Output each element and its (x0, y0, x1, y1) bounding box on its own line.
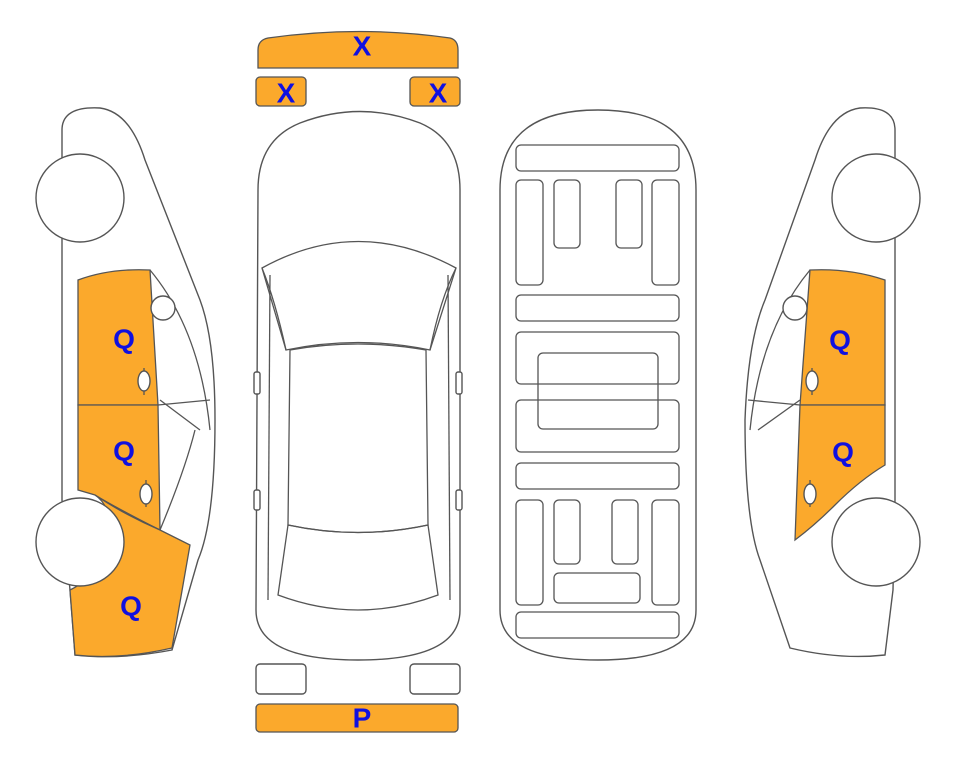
right-handle (455, 489, 463, 511)
front-left-light[interactable] (255, 76, 307, 107)
left-window-line (149, 269, 211, 431)
underbody-center-panel (537, 352, 659, 430)
underbody-panel (515, 499, 544, 606)
right-rear-door-panel[interactable] (794, 404, 886, 542)
underbody-panel (515, 611, 680, 639)
right-mirror (455, 371, 463, 395)
right-rear-wheel (831, 497, 921, 587)
underbody-panel (651, 179, 680, 286)
underbody-view (499, 109, 697, 661)
right-front-door-handle (805, 368, 819, 395)
right-window-line (749, 269, 811, 431)
rear-left-light[interactable] (255, 663, 307, 695)
right-door-line (757, 399, 801, 431)
right-door-line (747, 399, 801, 406)
front-right-light[interactable] (409, 76, 461, 107)
left-sill-line (159, 429, 196, 531)
right-front-door-panel[interactable] (799, 269, 886, 406)
underbody-panel (611, 499, 639, 565)
right-mirror-knob (782, 295, 808, 321)
underbody-panel (553, 572, 641, 604)
underbody-panel (515, 399, 680, 453)
marker-front-right-light: X (429, 78, 448, 109)
right-rear-door-handle (803, 480, 817, 507)
left-side-line (267, 274, 271, 601)
front-bumper-bar[interactable] (257, 30, 459, 69)
right-front-wheel (831, 153, 921, 243)
underbody-panel (515, 294, 680, 322)
left-a-pillar (261, 267, 287, 351)
underbody-panel (515, 179, 544, 286)
left-door-line (159, 399, 201, 431)
rear-right-light[interactable] (409, 663, 461, 695)
marker-front-left-light: X (277, 78, 296, 109)
left-rear-wheel (35, 497, 125, 587)
rear-parts-group (255, 663, 461, 733)
marker-left-front-door: Q (113, 324, 135, 355)
top-view-car (253, 110, 463, 661)
underbody-panel (515, 462, 680, 490)
left-rear-door-handle (139, 480, 153, 507)
underbody-panel (651, 499, 680, 606)
left-door-line (157, 399, 211, 406)
underbody-panel (615, 179, 643, 249)
rear-window (277, 524, 439, 611)
left-front-door-panel[interactable] (77, 269, 159, 406)
top-view-body-outline (255, 110, 461, 661)
underbody-panel (553, 499, 581, 565)
underbody-outline (499, 109, 697, 661)
left-mirror (253, 371, 261, 395)
marker-right-front-door: Q (829, 325, 851, 356)
underbody-panel (553, 179, 581, 249)
damage-markers: X X X Q Q Q Q Q P (113, 31, 854, 734)
right-side-view (744, 107, 921, 658)
underbody-panel (515, 331, 680, 385)
marker-left-rear-door: Q (113, 436, 135, 467)
rear-bumper[interactable] (255, 703, 459, 733)
underbody-panel (515, 144, 680, 172)
left-front-door-handle (137, 368, 151, 395)
left-handle (253, 489, 261, 511)
right-a-pillar (429, 267, 457, 351)
marker-left-rear-quarter: Q (120, 591, 142, 622)
marker-roof-bar: X (353, 31, 372, 62)
left-front-wheel (35, 153, 125, 243)
left-side-view (35, 107, 216, 658)
marker-rear-bumper: P (353, 703, 372, 734)
front-parts-group (255, 30, 461, 107)
right-side-line (447, 274, 451, 601)
marker-right-rear-door: Q (832, 437, 854, 468)
left-mirror-knob (150, 295, 176, 321)
